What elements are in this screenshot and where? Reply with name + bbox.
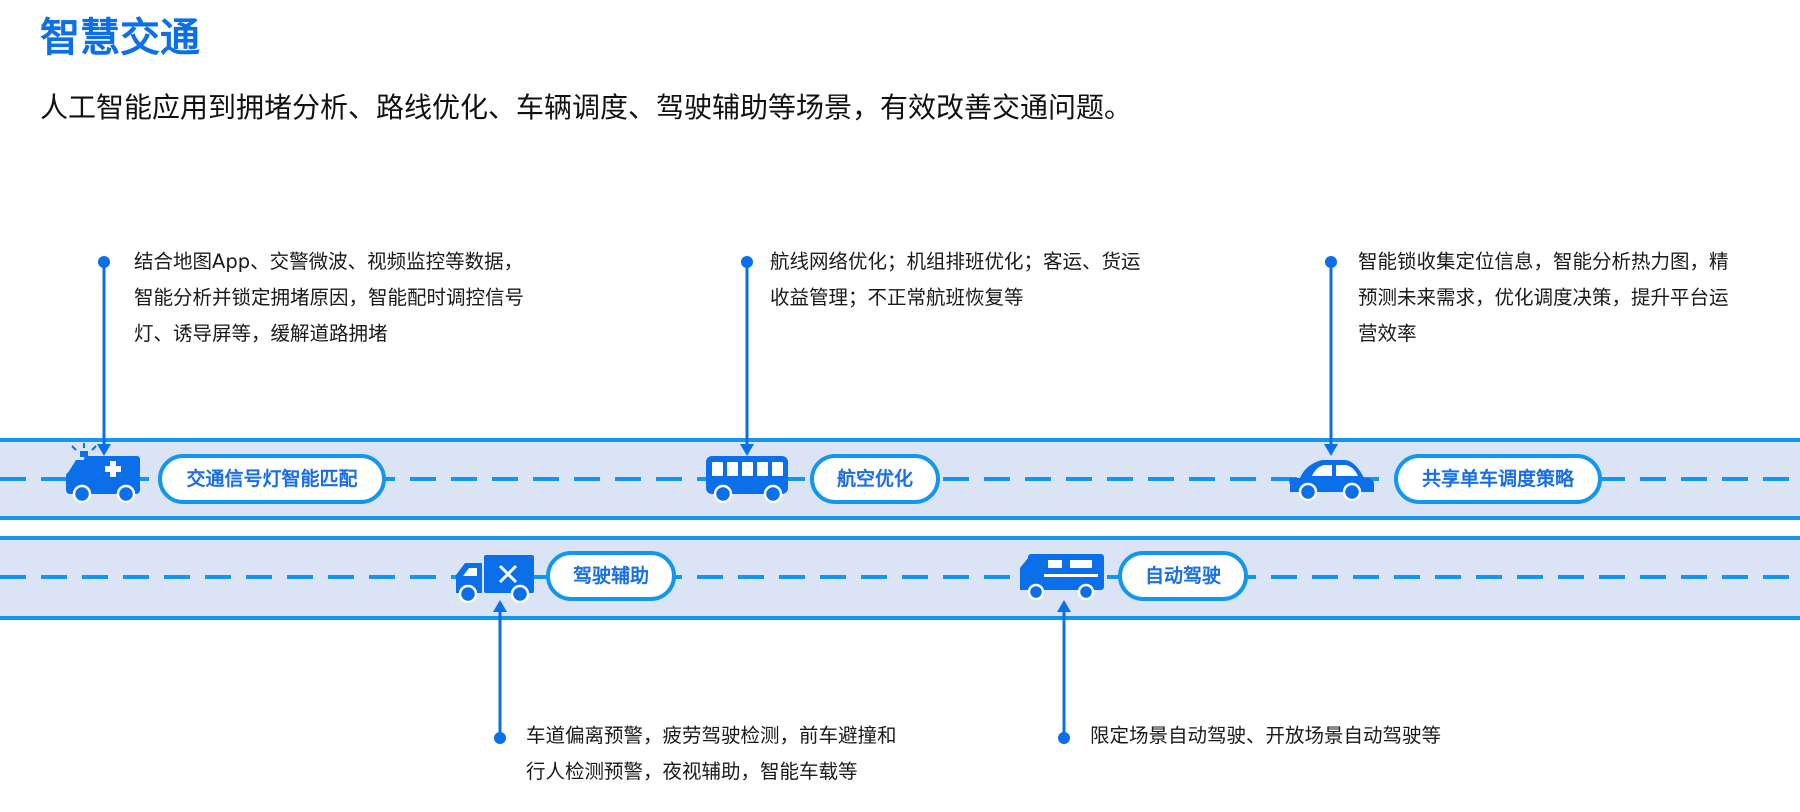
connector-bike: [1324, 256, 1338, 456]
description-line: 车道偏离预警，疲劳驾驶检测，前车避撞和: [526, 724, 897, 747]
description-aviation: 航线网络优化；机组排班优化；客运、货运 收益管理；不正常航班恢复等: [770, 244, 1141, 316]
page-title: 智慧交通: [40, 15, 200, 61]
label-aviation-optimization: 航空优化: [810, 454, 940, 504]
description-line: 预测未来需求，优化调度决策，提升平台运: [1358, 286, 1729, 309]
description-line: 智能锁收集定位信息，智能分析热力图，精: [1358, 250, 1729, 273]
description-line: 收益管理；不正常航班恢复等: [770, 286, 1024, 309]
description-line: 行人检测预警，夜视辅助，智能车载等: [526, 760, 858, 783]
bus-icon: [706, 456, 788, 504]
description-bike-sharing: 智能锁收集定位信息，智能分析热力图，精 预测未来需求，优化调度决策，提升平台运 …: [1358, 244, 1729, 352]
description-line: 灯、诱导屏等，缓解道路拥堵: [134, 322, 388, 345]
ambulance-icon: [66, 443, 140, 504]
label-bike-sharing-dispatch: 共享单车调度策略: [1394, 454, 1602, 504]
description-driving-assistance: 车道偏离预警，疲劳驾驶检测，前车避撞和 行人检测预警，夜视辅助，智能车载等: [526, 718, 897, 790]
connector-aviation: [740, 256, 754, 456]
description-traffic-signal: 结合地图App、交警微波、视频监控等数据， 智能分析并锁定拥堵原因，智能配时调控…: [134, 244, 524, 352]
car-icon: [1289, 460, 1374, 502]
description-line: 航线网络优化；机组排班优化；客运、货运: [770, 250, 1141, 273]
label-driving-assistance: 驾驶辅助: [546, 551, 676, 601]
connector-autonomous: [1057, 600, 1071, 744]
lower-road: [0, 536, 1800, 620]
rv-icon: [1020, 554, 1104, 601]
description-line: 智能分析并锁定拥堵原因，智能配时调控信号: [134, 286, 525, 309]
connector-assist: [493, 600, 507, 744]
label-traffic-signal-matching: 交通信号灯智能匹配: [158, 454, 386, 504]
description-line: 结合地图App、交警微波、视频监控等数据，: [134, 250, 524, 273]
description-line: 限定场景自动驾驶、开放场景自动驾驶等: [1090, 724, 1442, 747]
description-autonomous-driving: 限定场景自动驾驶、开放场景自动驾驶等: [1090, 718, 1441, 754]
repair-truck-icon: [456, 555, 534, 604]
connector-signal: [97, 256, 111, 456]
label-autonomous-driving: 自动驾驶: [1118, 551, 1248, 601]
description-line: 营效率: [1358, 322, 1417, 345]
page-subtitle: 人工智能应用到拥堵分析、路线优化、车辆调度、驾驶辅助等场景，有效改善交通问题。: [40, 91, 1133, 124]
